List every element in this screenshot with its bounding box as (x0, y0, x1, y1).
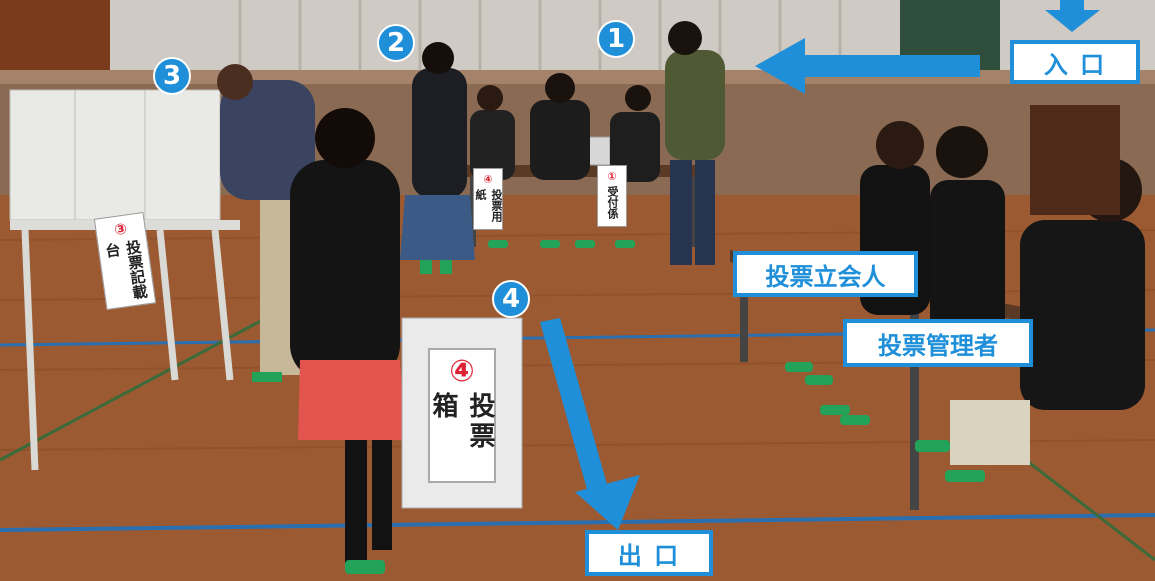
ballot-box-number: ④ (449, 354, 475, 389)
step-4-badge: 4 (492, 280, 530, 318)
exit-arrow (540, 318, 640, 530)
voter-at-ballot-box (290, 108, 405, 574)
manager-label: 投票管理者 (843, 319, 1033, 367)
desk-sign-2: ④ 投票用紙 (473, 168, 503, 230)
seated-officials (785, 121, 1145, 482)
entrance-label: 入 口 (1010, 40, 1140, 84)
step-2-badge: 2 (377, 24, 415, 62)
step-3-badge: 3 (153, 57, 191, 95)
reception-officials (470, 73, 660, 248)
exit-label: 出 口 (585, 530, 713, 576)
desk-sign-1: ① 受付係 (597, 165, 627, 227)
desk-sign-2-number: ④ (483, 173, 493, 186)
top-arrow (1045, 0, 1100, 32)
desk-sign-1-text: 受付係 (606, 186, 619, 219)
ballot-box-label: ④ 投票箱 (428, 348, 496, 483)
booth-sign-number: ③ (113, 219, 129, 240)
voter-at-reception (665, 21, 725, 265)
entrance-arrow (755, 38, 980, 94)
desk-sign-2-text: 投票用紙 (474, 189, 503, 222)
desk-sign-1-number: ① (607, 170, 617, 183)
witness-label: 投票立会人 (733, 251, 918, 297)
lectern (1030, 105, 1120, 215)
voter-at-ballot-desk (400, 42, 475, 274)
booth-sign-text: 投票記載台 (102, 238, 150, 301)
step-1-badge: 1 (597, 20, 635, 58)
ballot-box-text: 投票箱 (428, 392, 495, 452)
